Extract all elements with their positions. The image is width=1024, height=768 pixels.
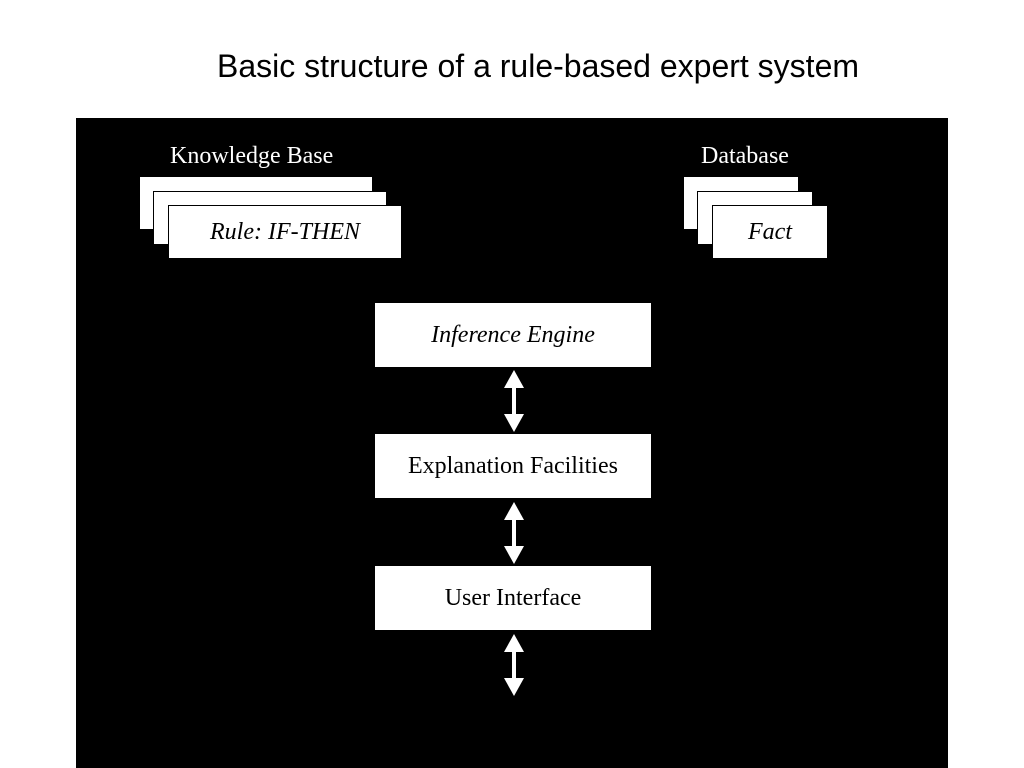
diagram-panel: Knowledge Base Rule: IF-THEN Database Fa…: [76, 118, 948, 768]
double-arrow-interface-user: [504, 634, 524, 696]
explanation-facilities-box: Explanation Facilities: [375, 434, 651, 498]
knowledge-base-label: Knowledge Base: [170, 143, 334, 169]
database-card-fact: Fact: [712, 205, 828, 259]
double-arrow-engine-explanation: [504, 370, 524, 432]
user-interface-box: User Interface: [375, 566, 651, 630]
knowledge-base-card-rule: Rule: IF-THEN: [168, 205, 402, 259]
database-label: Database: [701, 143, 789, 169]
inference-engine-box: Inference Engine: [375, 303, 651, 367]
slide-title: Basic structure of a rule-based expert s…: [216, 48, 860, 84]
double-arrow-explanation-interface: [504, 502, 524, 564]
